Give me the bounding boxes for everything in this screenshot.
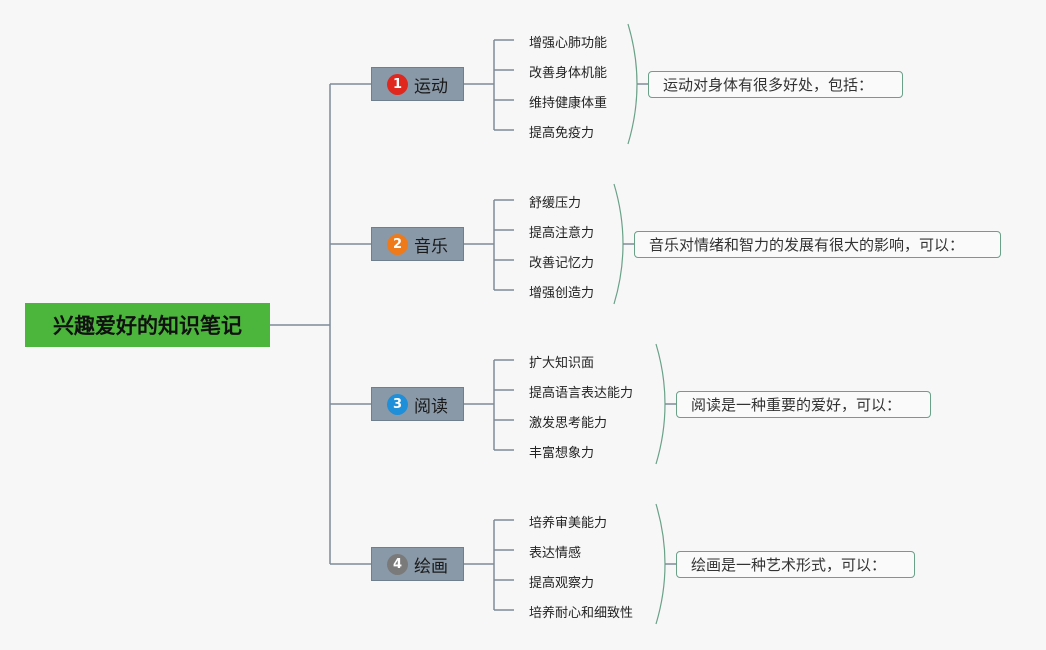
leaf-topic[interactable]: 改善记忆力 [529,256,595,271]
branch-label: 音乐 [414,236,448,257]
summary-bracket [655,503,666,625]
branch-label: 绘画 [414,556,448,577]
number-badge-icon: 3 [387,393,408,415]
branch-music[interactable]: 2 音乐 [371,227,464,261]
number-badge-icon: 4 [387,553,408,575]
leaf-topic[interactable]: 表达情感 [529,546,582,561]
leaf-topic[interactable]: 提高语言表达能力 [529,386,634,401]
leaf-topic[interactable]: 维持健康体重 [529,96,608,111]
summary-bracket [627,23,638,145]
leaf-topic[interactable]: 舒缓压力 [529,196,582,211]
summary-note[interactable]: 绘画是一种艺术形式，可以： [676,551,915,578]
summary-note[interactable]: 阅读是一种重要的爱好，可以： [676,391,931,418]
leaf-topic[interactable]: 提高观察力 [529,576,595,591]
summary-bracket [613,183,624,305]
leaf-topic[interactable]: 丰富想象力 [529,446,595,461]
branch-label: 运动 [414,76,448,97]
leaf-topic[interactable]: 提高注意力 [529,226,595,241]
leaf-topic[interactable]: 提高免疫力 [529,126,595,141]
leaf-topic[interactable]: 激发思考能力 [529,416,608,431]
root-topic[interactable]: 兴趣爱好的知识笔记 [25,303,270,347]
leaf-topic[interactable]: 培养耐心和细致性 [529,606,634,621]
summary-bracket [655,343,666,465]
branch-sport[interactable]: 1 运动 [371,67,464,101]
number-badge-icon: 2 [387,233,408,255]
leaf-topic[interactable]: 扩大知识面 [529,356,595,371]
branch-reading[interactable]: 3 阅读 [371,387,464,421]
branch-label: 阅读 [414,396,448,417]
summary-note[interactable]: 音乐对情绪和智力的发展有很大的影响，可以： [634,231,1001,258]
branch-drawing[interactable]: 4 绘画 [371,547,464,581]
leaf-topic[interactable]: 增强心肺功能 [529,36,608,51]
leaf-topic[interactable]: 培养审美能力 [529,516,608,531]
leaf-topic[interactable]: 增强创造力 [529,286,595,301]
leaf-topic[interactable]: 改善身体机能 [529,66,608,81]
root-title: 兴趣爱好的知识笔记 [53,314,242,338]
summary-note[interactable]: 运动对身体有很多好处，包括： [648,71,903,98]
number-badge-icon: 1 [387,73,408,95]
